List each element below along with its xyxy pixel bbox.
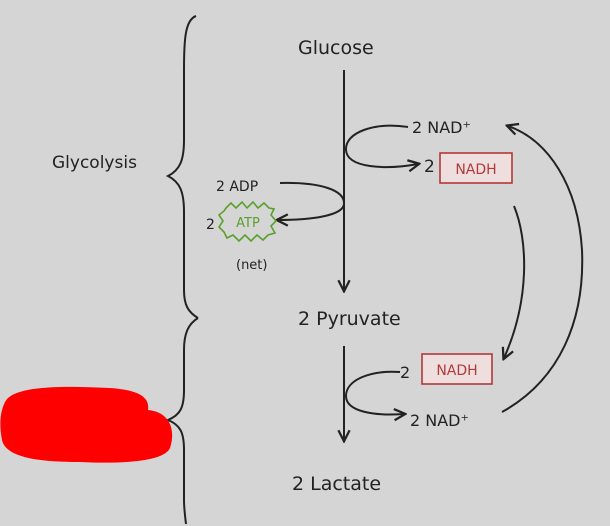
nad-top-label: 2 NAD⁺ <box>412 118 471 137</box>
nadh-bottom-label: NADH <box>436 363 477 379</box>
nadh-top-label: NADH <box>455 162 496 178</box>
atp-coefficient: 2 <box>206 217 215 233</box>
nadh-top-box <box>439 152 513 184</box>
nadh-top-coefficient: 2 <box>424 157 435 177</box>
adp-label: 2 ADP <box>216 179 258 195</box>
glucose-label: Glucose <box>298 37 374 59</box>
nad-reduction-curve-top <box>344 124 418 167</box>
atp-starburst <box>217 200 278 243</box>
lactate-label: 2 Lactate <box>292 473 381 495</box>
nadh-oxidation-curve-bottom <box>344 370 404 415</box>
nadh-bottom-coefficient: 2 <box>400 363 410 382</box>
adp-to-atp-curve <box>278 181 346 220</box>
net-note: (net) <box>236 258 267 273</box>
atp-label: ATP <box>236 216 260 231</box>
pyruvate-label: 2 Pyruvate <box>298 308 401 330</box>
nad-regeneration-arrow <box>501 126 584 413</box>
fermentation-brace <box>165 317 199 525</box>
redaction-blob <box>0 386 173 463</box>
glycolysis-brace <box>165 15 199 319</box>
nadh-transfer-arrow <box>504 205 526 358</box>
glycolysis-label: Glycolysis <box>52 153 137 173</box>
nad-bottom-label: 2 NAD⁺ <box>410 411 469 430</box>
nadh-bottom-box <box>421 353 493 385</box>
